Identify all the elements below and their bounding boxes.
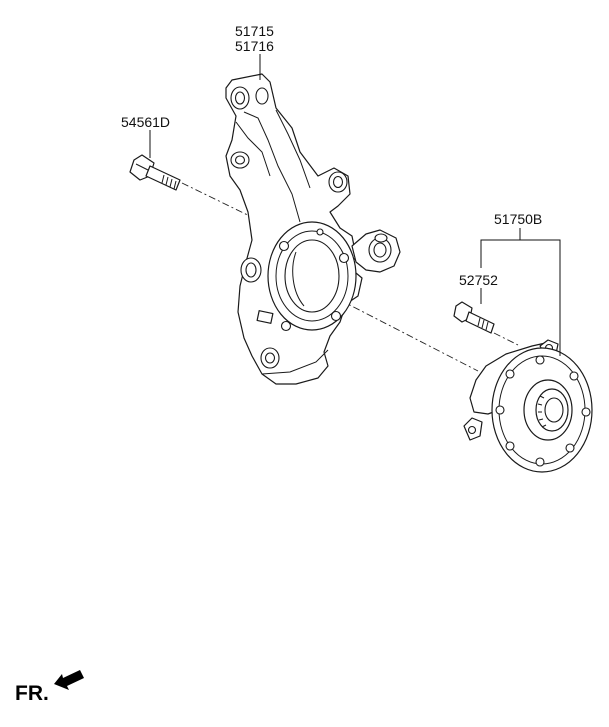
steering-knuckle <box>225 73 401 385</box>
label-part-bolt: 54561D <box>121 114 170 130</box>
leader-hub-bracket <box>480 239 561 356</box>
label-part-knuckle-a: 51715 <box>235 23 274 39</box>
label-part-hub-bolt: 52752 <box>459 272 498 288</box>
centerline-knuckle-hub <box>339 299 479 372</box>
knuckle-bolt <box>129 154 181 191</box>
label-part-hub-assembly: 51750B <box>494 211 542 227</box>
centerline-hubbolt <box>493 332 519 346</box>
front-arrow-icon <box>54 670 84 690</box>
front-orientation-indicator: FR. <box>15 670 84 705</box>
hub-bearing-assembly <box>463 339 593 473</box>
front-label: FR. <box>15 682 49 705</box>
hub-bolt <box>453 301 495 334</box>
label-part-knuckle-b: 51716 <box>235 38 274 54</box>
